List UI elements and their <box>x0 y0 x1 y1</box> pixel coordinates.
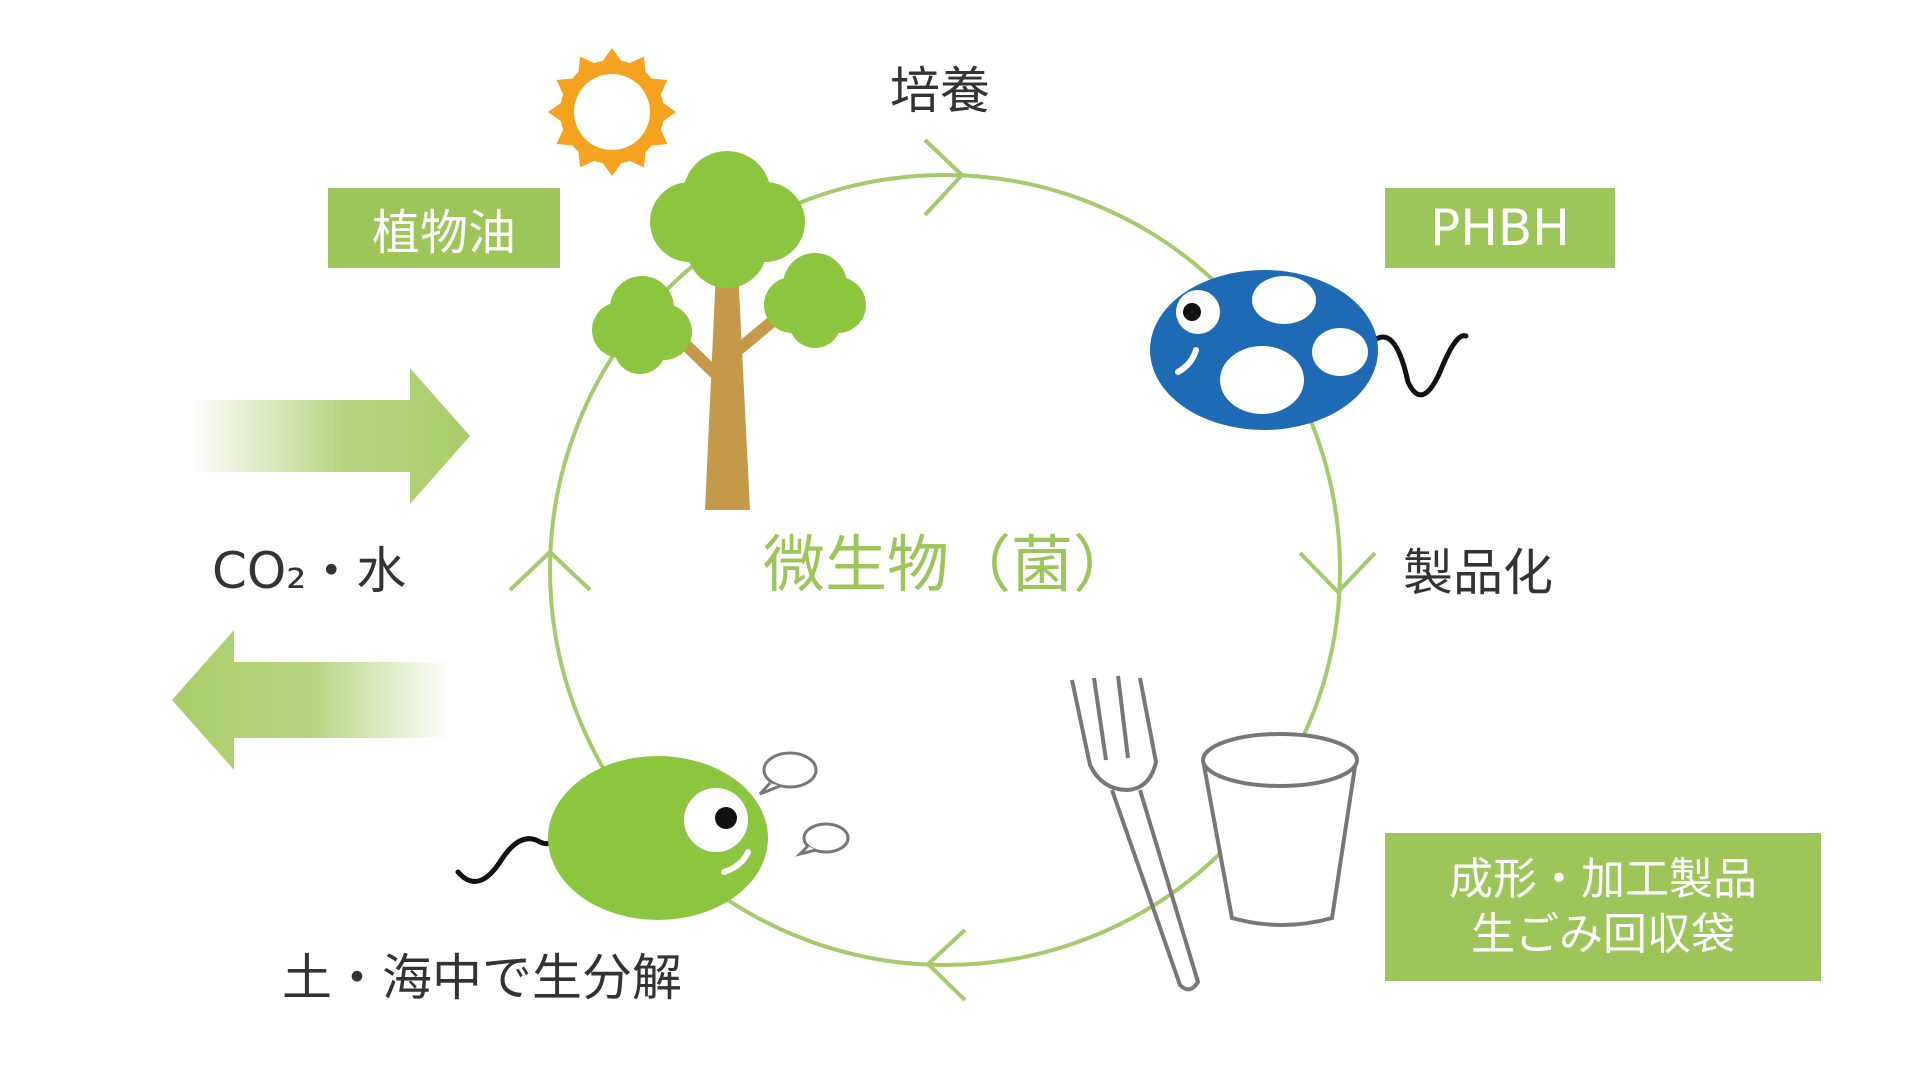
culture-label: 培養 <box>890 62 990 120</box>
blue-bacteria-icon <box>1150 270 1469 430</box>
microorganism-label: 微生物（菌） <box>763 528 1136 601</box>
green-bacteria-icon <box>455 756 768 920</box>
cycle-circle <box>548 173 1342 967</box>
productization-label: 製品化 <box>1403 544 1553 602</box>
products-line-2: 生ごみ回収袋 <box>1471 909 1735 960</box>
products-box <box>1385 833 1821 981</box>
arrow-right-icon <box>190 368 470 504</box>
fork-icon <box>1070 675 1200 992</box>
cycle-arrow-left <box>508 549 592 592</box>
tree-icon <box>592 151 866 510</box>
cycle-arrow-right <box>1298 551 1377 595</box>
cycle-arrow-top <box>923 138 965 217</box>
phbh-box <box>1385 188 1615 268</box>
biodegradation-label: 土・海中で生分解 <box>282 949 682 1007</box>
co2-water-label: CO₂・水 <box>212 542 407 600</box>
cup-icon <box>1201 732 1359 927</box>
cycle-arrow-bottom <box>925 928 967 1002</box>
sun-icon <box>548 48 676 176</box>
products-line-1: 成形・加工製品 <box>1449 854 1757 905</box>
vegetable-oil-box <box>328 188 560 268</box>
products-label: 成形・加工製品 生ごみ回収袋 <box>1385 833 1821 981</box>
phbh-label: PHBH <box>1430 199 1570 257</box>
vegetable-oil-label: 植物油 <box>371 205 516 261</box>
speech-bubble-icon <box>758 751 850 857</box>
arrow-left-icon <box>172 630 450 770</box>
